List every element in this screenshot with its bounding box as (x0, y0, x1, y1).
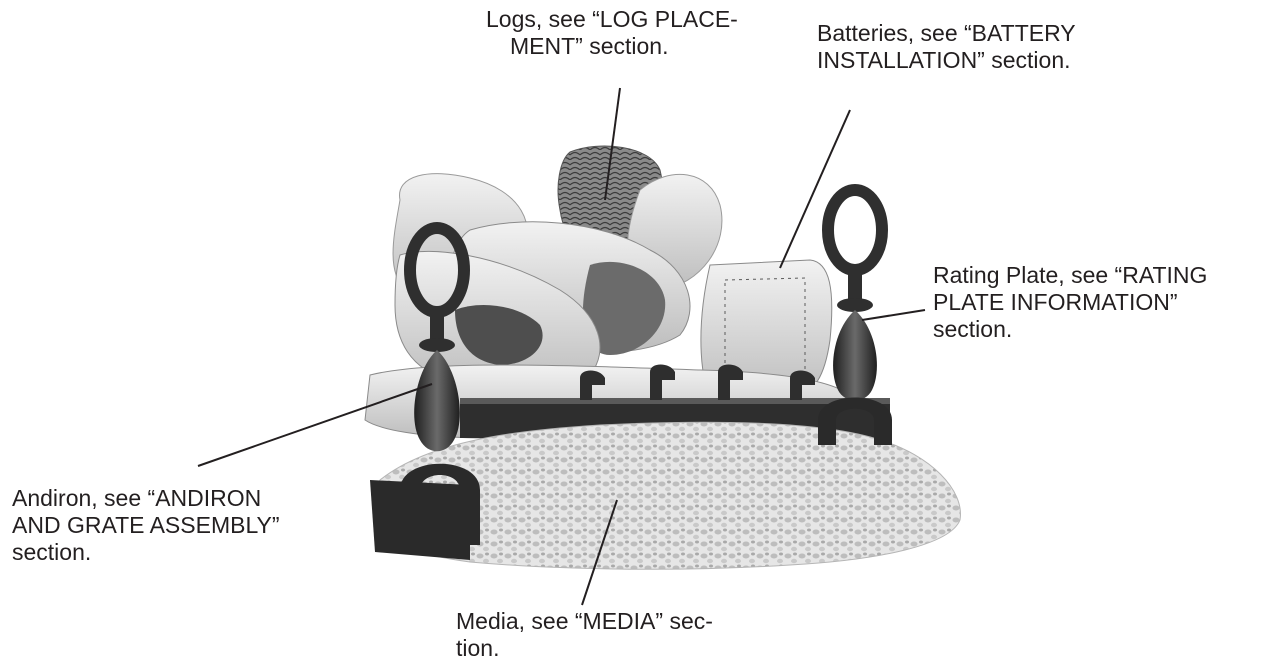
left-andiron-collar (419, 338, 455, 352)
andiron-callout-line-1: Andiron, see “ANDIRON (12, 485, 280, 512)
rating-plate-callout-line-1: Rating Plate, see “RATING (933, 262, 1207, 289)
andiron-callout: Andiron, see “ANDIRON AND GRATE ASSEMBLY… (12, 485, 280, 566)
grate-bar-highlight (460, 398, 890, 404)
media-callout-line-2: tion. (456, 635, 713, 662)
media-bed (370, 422, 960, 569)
media-callout-line-1: Media, see “MEDIA” sec- (456, 608, 713, 635)
logs-callout-line-1: Logs, see “LOG PLACE- (486, 6, 738, 33)
media-callout: Media, see “MEDIA” sec- tion. (456, 608, 713, 662)
rating-plate-callout-line-2: PLATE INFORMATION” (933, 289, 1207, 316)
batteries-leader (780, 110, 850, 268)
rating-plate-callout-line-3: section. (933, 316, 1207, 343)
rating-plate-leader (862, 310, 925, 320)
rating-plate-callout: Rating Plate, see “RATING PLATE INFORMAT… (933, 262, 1207, 343)
logs-callout-line-2: MENT” section. (486, 33, 738, 60)
right-andiron-ring (828, 190, 882, 270)
right-andiron-collar (837, 298, 873, 312)
batteries-callout-line-1: Batteries, see “BATTERY (817, 20, 1076, 47)
right-andiron-body (833, 310, 877, 401)
batteries-callout-line-2: INSTALLATION” section. (817, 47, 1076, 74)
batteries-callout: Batteries, see “BATTERY INSTALLATION” se… (817, 20, 1076, 74)
andiron-callout-line-2: AND GRATE ASSEMBLY” (12, 512, 280, 539)
andiron-callout-line-3: section. (12, 539, 280, 566)
logs-callout: Logs, see “LOG PLACE- MENT” section. (486, 6, 738, 60)
